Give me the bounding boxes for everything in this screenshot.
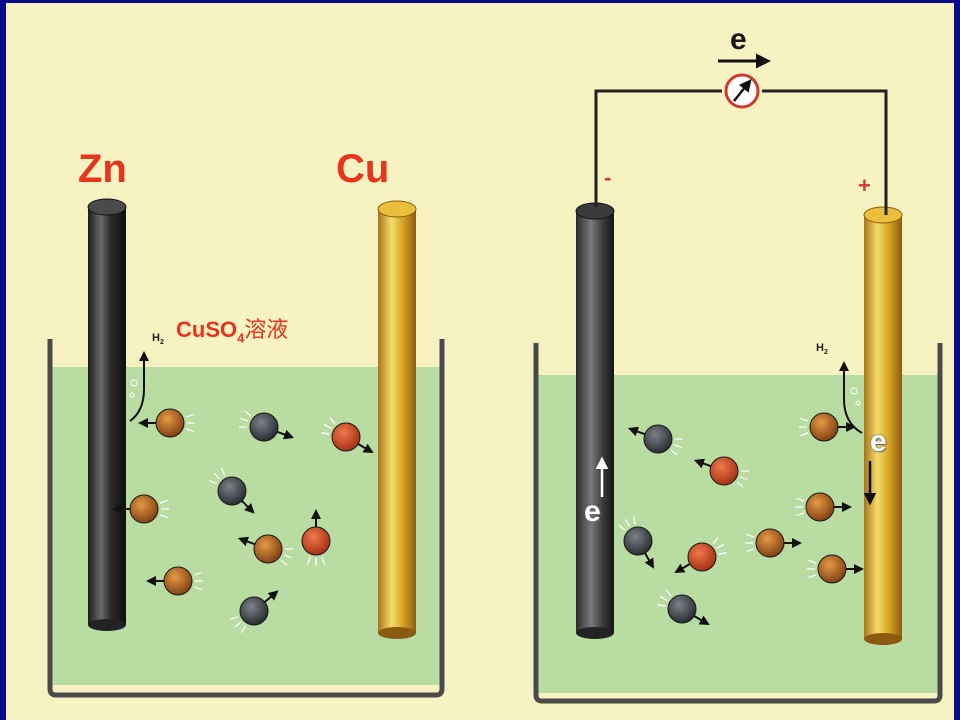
zinc-electrode-left [88, 199, 126, 631]
copper-electrode-left [378, 201, 416, 639]
galvanometer-icon [726, 75, 758, 107]
wire-electron-label: e [730, 25, 747, 55]
h2-left-main: H [152, 332, 160, 344]
diagram-svg [6, 3, 960, 723]
h2-right-sub: 2 [824, 349, 828, 356]
negative-terminal-sign: - [604, 167, 611, 189]
h2-label-right: H2 [816, 343, 828, 356]
solution-text: 溶液 [244, 318, 288, 343]
solution-label: CuSO4溶液 [176, 319, 288, 344]
positive-terminal-sign: + [858, 175, 871, 197]
anode-electron-label: e [584, 497, 601, 527]
h2-left-sub: 2 [160, 339, 164, 346]
h2-label-left: H2 [152, 333, 164, 346]
copper-label: Cu [336, 149, 389, 189]
zinc-label: Zn [78, 149, 127, 189]
external-wire [596, 91, 886, 215]
h2-right-main: H [816, 342, 824, 354]
solution-formula: CuSO [176, 317, 237, 342]
cathode-electron-label: e [870, 427, 887, 457]
zinc-electrode-right [576, 203, 614, 639]
